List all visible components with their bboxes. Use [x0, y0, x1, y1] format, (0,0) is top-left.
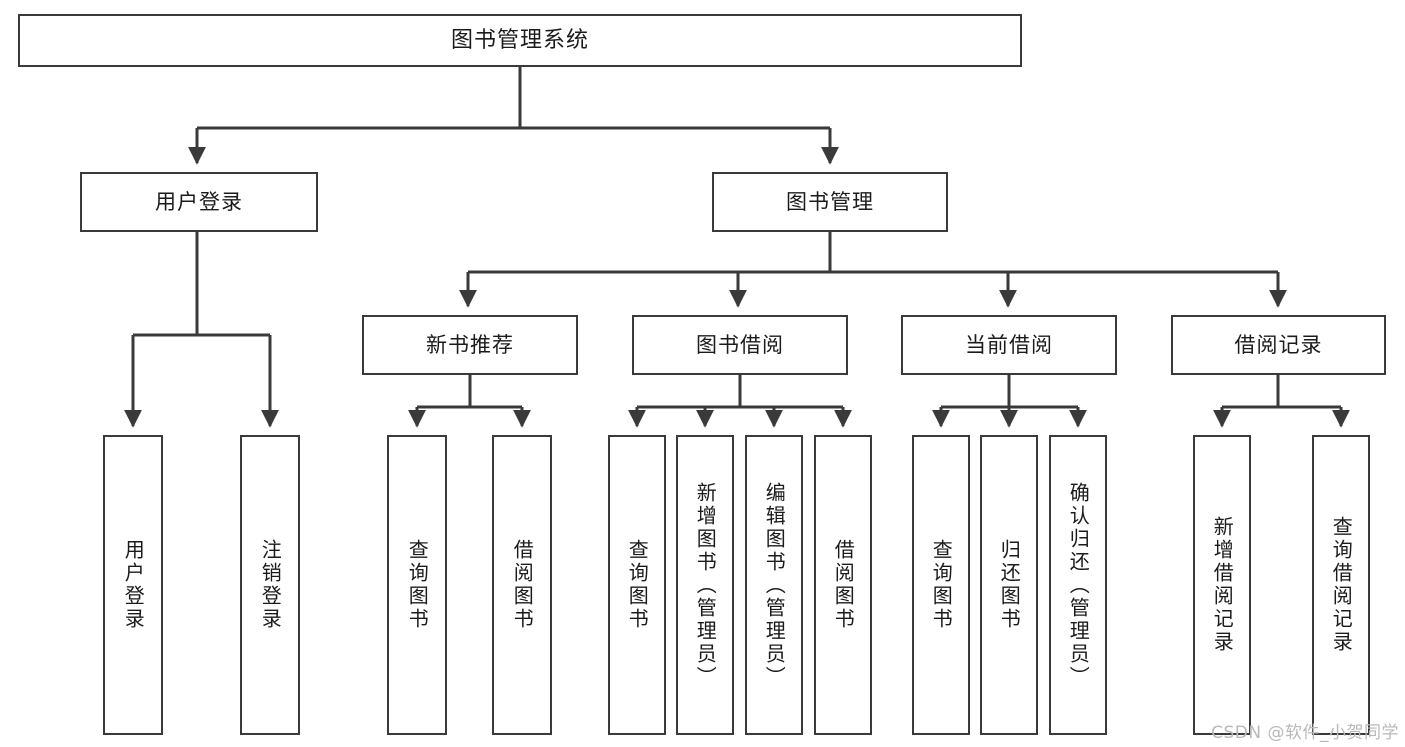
leaf-new-book-borrow-books[interactable]: 借阅图书 [492, 435, 552, 735]
leaf-current-return-books[interactable]: 归还图书 [980, 435, 1038, 735]
node-book-management[interactable]: 图书管理 [712, 172, 948, 232]
node-root-system[interactable]: 图书管理系统 [18, 14, 1022, 67]
node-book-borrow[interactable]: 图书借阅 [632, 315, 848, 375]
node-label: 注销登录 [258, 539, 283, 631]
node-label: 新增借阅记录 [1210, 516, 1235, 654]
node-label: 图书管理系统 [450, 27, 589, 53]
leaf-current-query-books[interactable]: 查询图书 [912, 435, 970, 735]
node-new-book-recommend[interactable]: 新书推荐 [362, 315, 578, 375]
node-label: 图书借阅 [696, 332, 784, 357]
leaf-borrow-borrow-books[interactable]: 借阅图书 [814, 435, 872, 735]
node-label: 归还图书 [997, 539, 1022, 631]
leaf-new-book-query-books[interactable]: 查询图书 [387, 435, 447, 735]
node-label: 查询图书 [929, 539, 954, 631]
leaf-user-login[interactable]: 用户登录 [103, 435, 163, 735]
leaf-record-query-borrow-record[interactable]: 查询借阅记录 [1312, 435, 1370, 735]
leaf-borrow-query-books[interactable]: 查询图书 [608, 435, 666, 735]
node-label: 查询图书 [405, 539, 430, 631]
node-user-login[interactable]: 用户登录 [80, 172, 318, 232]
node-label: 借阅图书 [510, 539, 535, 631]
node-label: 查询借阅记录 [1329, 516, 1354, 654]
leaf-record-add-borrow-record[interactable]: 新增借阅记录 [1193, 435, 1251, 735]
node-label: 借阅图书 [831, 539, 856, 631]
node-label: 借阅记录 [1234, 332, 1323, 357]
node-label: 图书管理 [786, 189, 874, 214]
node-label: 新书推荐 [426, 332, 514, 357]
leaf-borrow-edit-book-admin[interactable]: 编辑图书（管理员） [745, 435, 803, 735]
leaf-logout[interactable]: 注销登录 [240, 435, 300, 735]
node-label: 当前借阅 [965, 332, 1053, 357]
node-label: 确认归还（管理员） [1066, 481, 1091, 689]
node-label: 查询图书 [625, 539, 650, 631]
node-label: 编辑图书（管理员） [762, 481, 787, 689]
node-label: 用户登录 [155, 189, 243, 214]
node-label: 新增图书（管理员） [693, 481, 718, 689]
node-borrow-record[interactable]: 借阅记录 [1171, 315, 1386, 375]
leaf-current-confirm-return-admin[interactable]: 确认归还（管理员） [1049, 435, 1107, 735]
leaf-borrow-add-book-admin[interactable]: 新增图书（管理员） [676, 435, 734, 735]
node-current-borrow[interactable]: 当前借阅 [901, 315, 1117, 375]
node-label: 用户登录 [121, 539, 146, 631]
